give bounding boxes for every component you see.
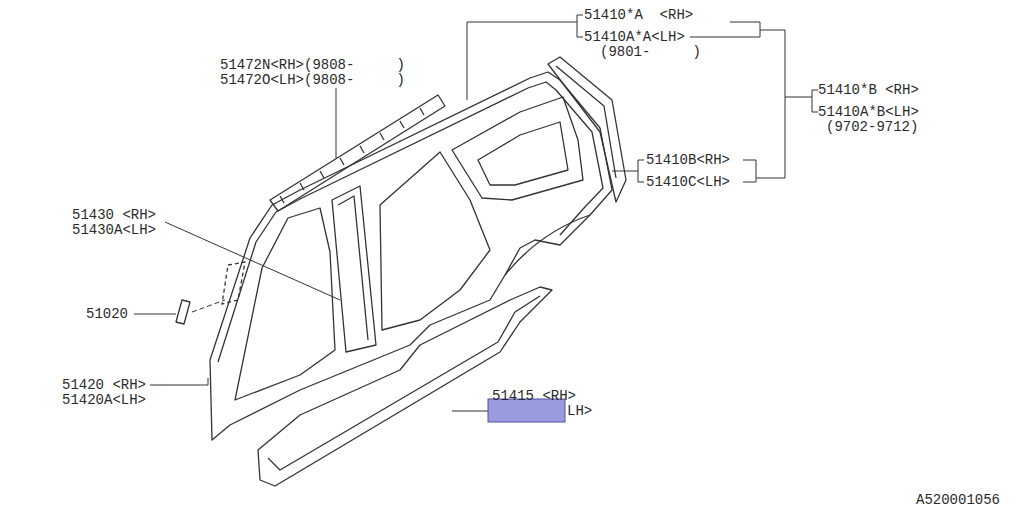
part-label: 51415 <RH> xyxy=(492,389,576,404)
part-label: 51420A<LH> xyxy=(62,393,146,408)
part-label: 51472O<LH>(9808- ) xyxy=(220,73,405,88)
part-label: 51430 <RH> xyxy=(72,208,156,223)
part-label: 51020 xyxy=(86,307,128,322)
part-label: 51410*B <RH> xyxy=(818,83,919,98)
part-label: A520001056 xyxy=(916,493,1000,508)
part-label: 51410A*B<LH> xyxy=(818,105,919,120)
part-label: LH> xyxy=(567,404,592,419)
part-label: 51410*A <RH> xyxy=(584,8,693,23)
part-label: 51410B<RH> xyxy=(646,153,730,168)
part-label: (9801- ) xyxy=(600,45,701,60)
part-label: 51410A*A<LH> xyxy=(584,30,685,45)
part-label: 51410C<LH> xyxy=(646,175,730,190)
part-label: (9702-9712) xyxy=(826,120,918,135)
part-label: 51420 <RH> xyxy=(62,378,146,393)
part-label: 51472N<RH>(9808- ) xyxy=(220,58,405,73)
part-label: 51430A<LH> xyxy=(72,223,156,238)
